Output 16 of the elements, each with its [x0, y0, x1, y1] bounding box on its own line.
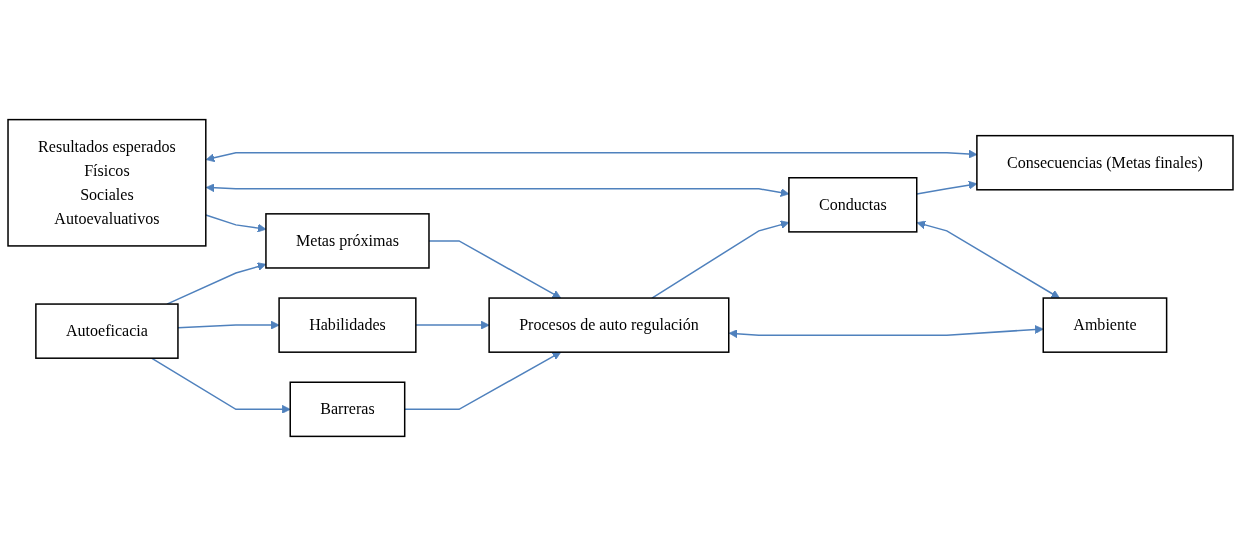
- arrow: [177, 320, 280, 330]
- arrow: [916, 220, 1060, 299]
- node-box: Habilidades: [278, 297, 417, 353]
- node-box: Ambiente: [1042, 297, 1168, 353]
- arrow: [728, 325, 1044, 339]
- node-box: Consecuencias (Metas finales): [976, 134, 1234, 191]
- node-box: Autoeficacia: [35, 303, 179, 359]
- node-box: Conductas: [788, 177, 918, 233]
- arrow: [428, 240, 562, 299]
- arrow: [166, 262, 267, 305]
- node-box: Procesos de auto regulación: [488, 297, 730, 353]
- node-box: Resultados esperados Físicos Sociales Autoevaluativos: [7, 118, 207, 247]
- node-box: Metas próximas: [265, 213, 430, 269]
- arrow: [415, 320, 490, 330]
- arrow: [150, 357, 291, 414]
- node-box: Barreras: [289, 381, 406, 438]
